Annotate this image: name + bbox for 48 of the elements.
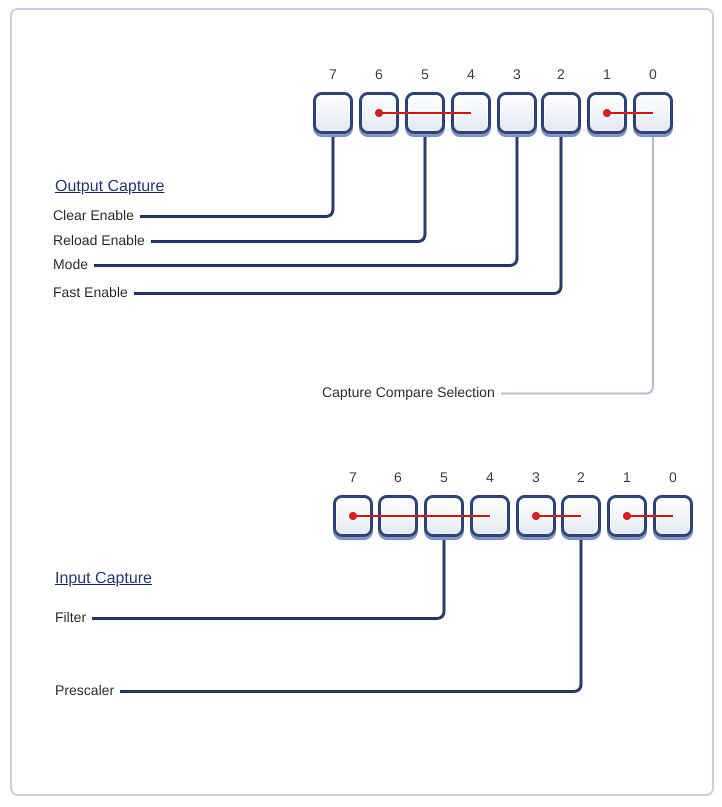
bit-cell — [424, 495, 464, 537]
bit-cell — [470, 495, 510, 537]
bit-cell — [405, 92, 445, 134]
bit-number: 4 — [467, 66, 475, 83]
field-label: Capture Compare Selection — [322, 384, 495, 401]
bit-cell — [541, 92, 581, 134]
leader-line — [120, 540, 582, 693]
bit-number: 6 — [375, 66, 383, 83]
section-heading: Input Capture — [55, 570, 152, 587]
field-label: Fast Enable — [53, 284, 128, 301]
bit-cell — [497, 92, 537, 134]
bit-cell — [561, 495, 601, 537]
bit-cell — [607, 495, 647, 537]
bit-number: 1 — [603, 66, 611, 83]
leader-line — [151, 137, 426, 243]
leader-line — [134, 137, 562, 295]
field-label: Prescaler — [55, 682, 114, 699]
bit-cell — [587, 92, 627, 134]
bit-number: 4 — [486, 469, 494, 486]
bit-number: 7 — [329, 66, 337, 83]
bit-cell — [633, 92, 673, 134]
leader-line — [501, 137, 654, 394]
bit-number: 1 — [623, 469, 631, 486]
leader-line — [140, 137, 334, 218]
bit-number: 5 — [421, 66, 429, 83]
bit-number: 7 — [349, 469, 357, 486]
bit-number: 2 — [557, 66, 565, 83]
leader-line — [94, 137, 518, 267]
bit-number: 3 — [513, 66, 521, 83]
bit-cell — [451, 92, 491, 134]
leader-line — [92, 540, 446, 620]
bit-cell — [653, 495, 693, 537]
bit-cell — [333, 495, 373, 537]
field-label: Mode — [53, 256, 88, 273]
section-heading: Output Capture — [55, 178, 164, 195]
bit-cell — [359, 92, 399, 134]
bit-number: 0 — [669, 469, 677, 486]
field-label: Clear Enable — [53, 207, 134, 224]
field-label: Filter — [55, 609, 86, 626]
bit-number: 6 — [394, 469, 402, 486]
bit-cell — [313, 92, 353, 134]
bit-cell — [378, 495, 418, 537]
bit-cell — [516, 495, 556, 537]
bit-number: 2 — [577, 469, 585, 486]
field-label: Reload Enable — [53, 232, 145, 249]
bit-number: 5 — [440, 469, 448, 486]
bit-number: 0 — [649, 66, 657, 83]
bit-number: 3 — [532, 469, 540, 486]
